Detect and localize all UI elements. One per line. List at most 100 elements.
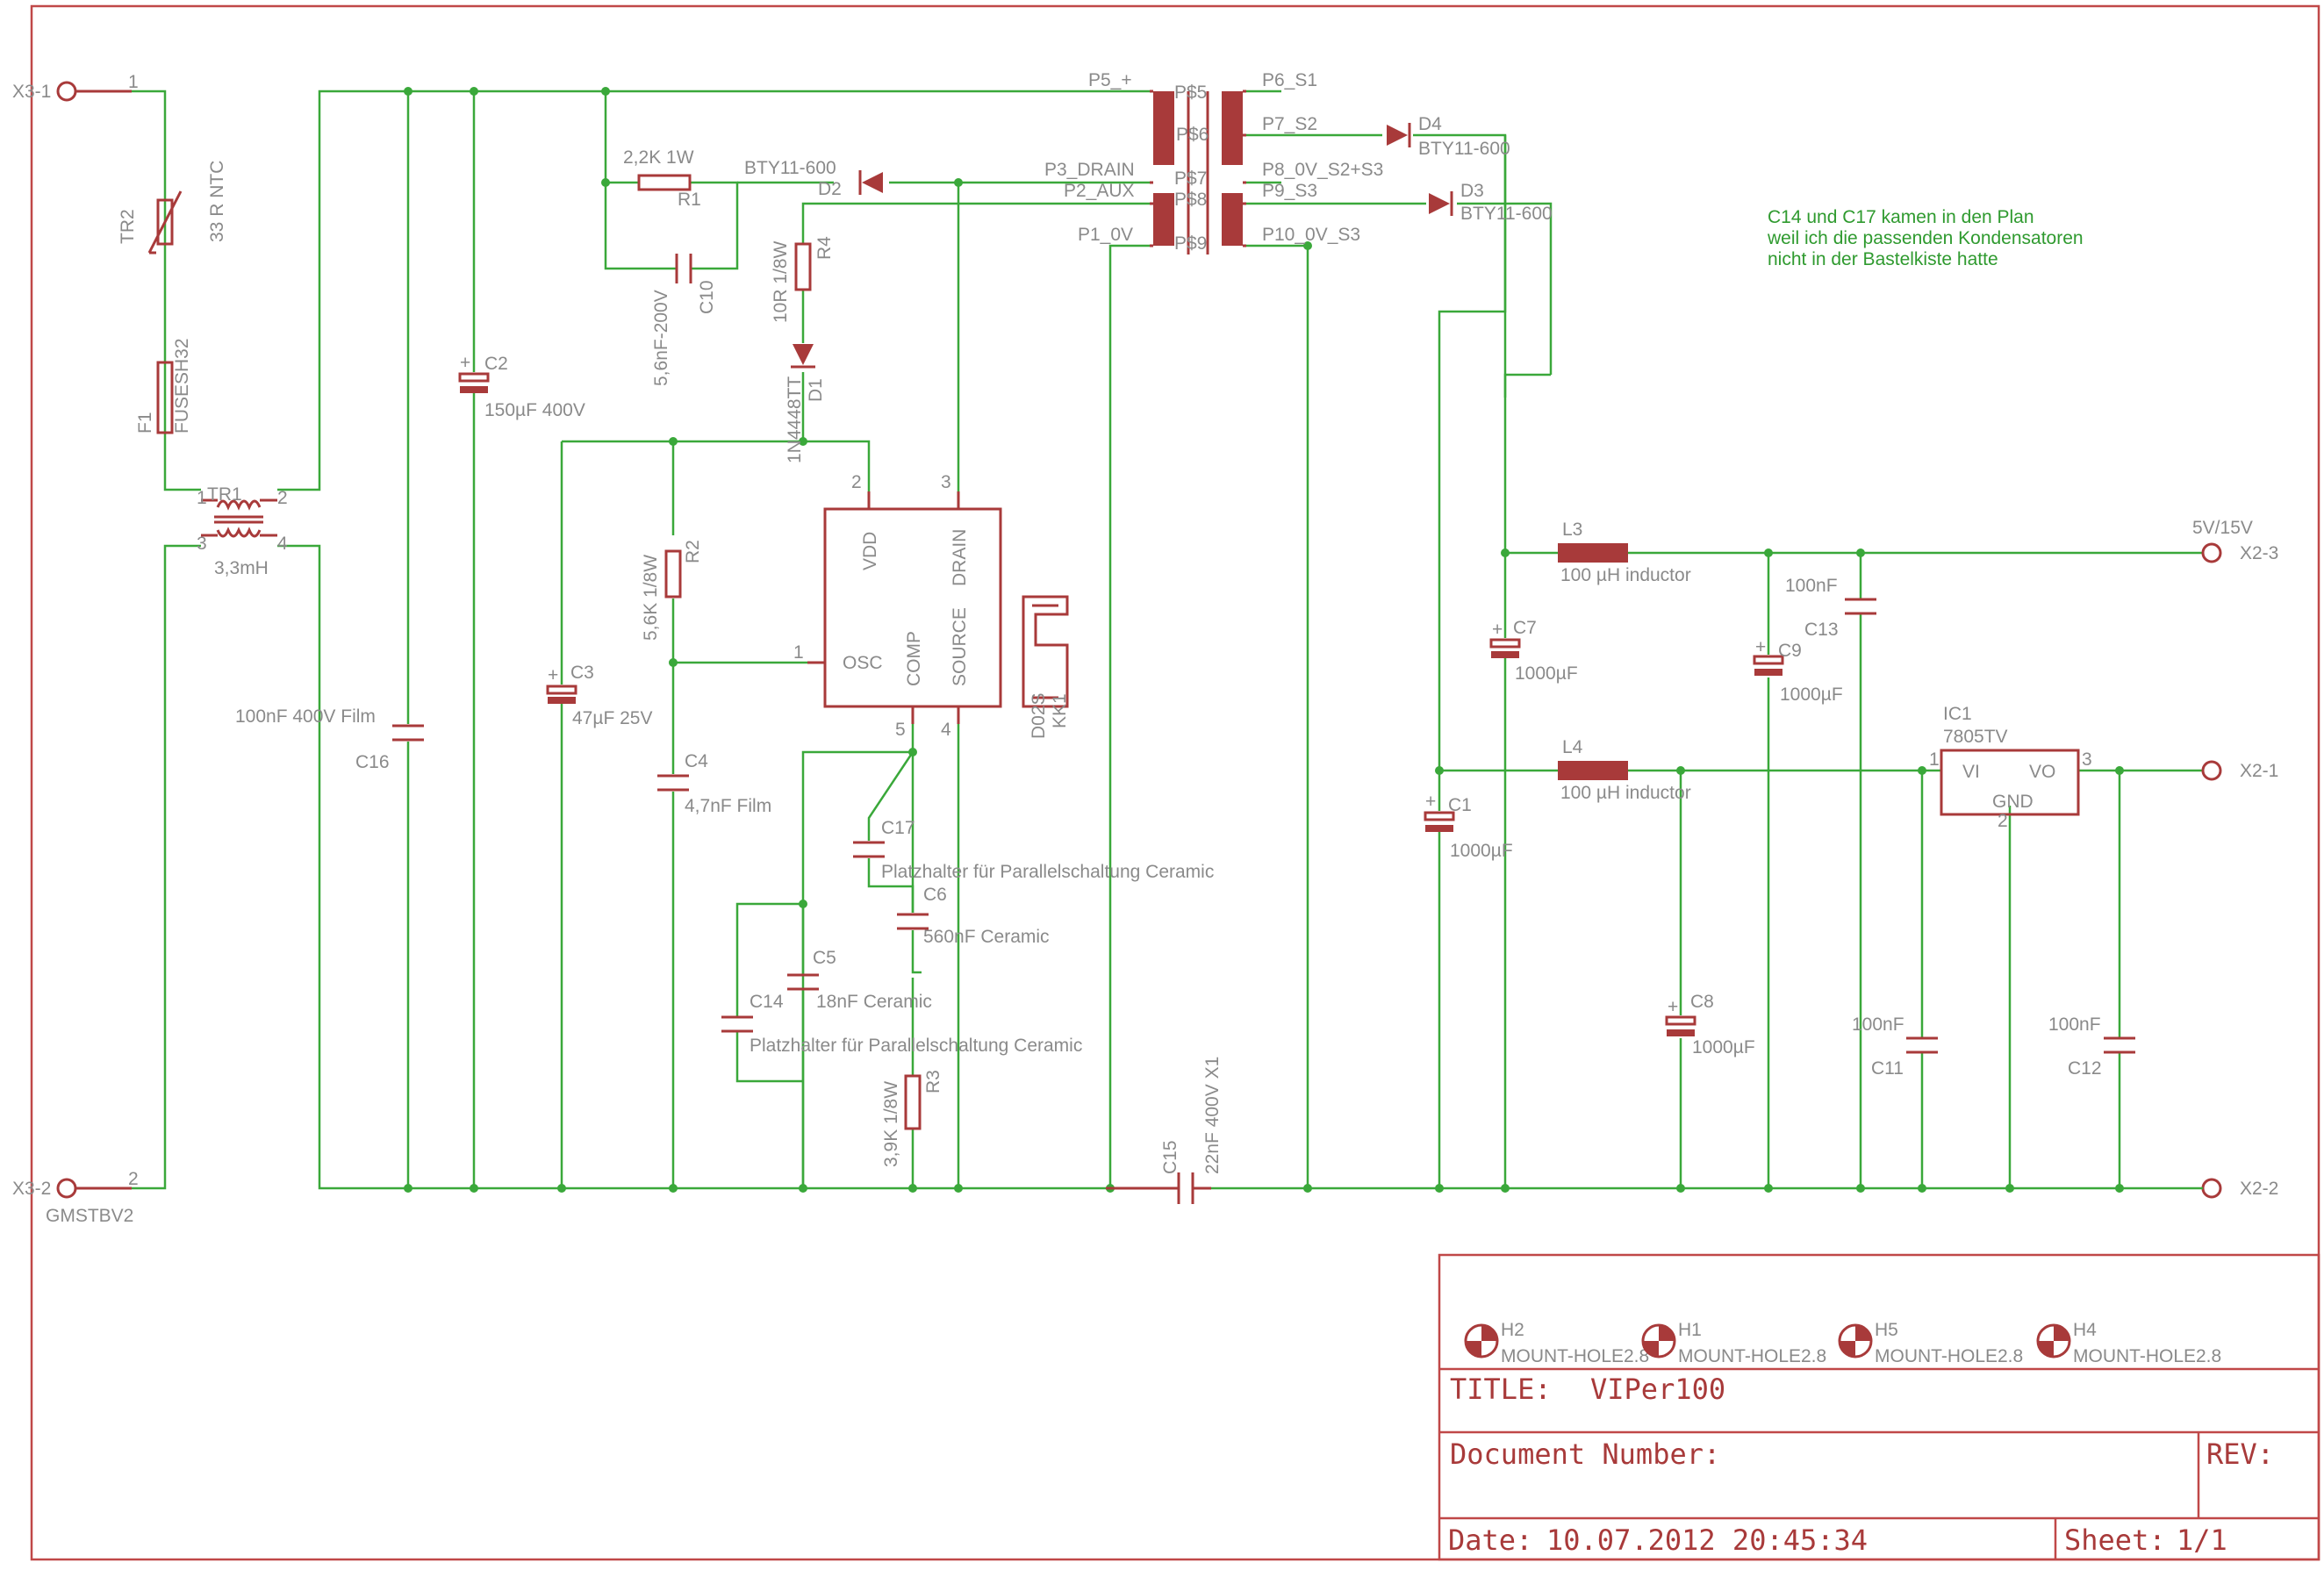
ic1-pin3: 3 (2082, 749, 2092, 770)
ic-vdd: VDD (860, 532, 880, 570)
date-label: Date: (1448, 1523, 1532, 1557)
output-voltage-label: 5V/15V (2192, 518, 2253, 538)
tr2-name: TR2 (118, 209, 138, 244)
d3-value: BTY11-600 (1460, 204, 1553, 224)
mount-hole-h5: H5 MOUNT-HOLE2.8 (1838, 1320, 2023, 1366)
ic-drain: DRAIN (950, 529, 970, 586)
h5-value: MOUNT-HOLE2.8 (1875, 1346, 2023, 1366)
f1-fuse: F1 FUSESH32 (135, 338, 192, 434)
viper-ic: VDD DRAIN OSC COMP SOURCE 2 3 1 5 4 (793, 472, 1002, 740)
ic1-vo: VO (2029, 762, 2055, 782)
h1-name: H1 (1678, 1320, 1702, 1340)
r2-value: 5,6K 1/8W (641, 555, 661, 641)
d1-value: 1N4448TT (785, 376, 805, 463)
document-number-label: Document Number: (1450, 1437, 1720, 1471)
trafo-p7: P7_S2 (1262, 114, 1317, 134)
d2-name: D2 (818, 179, 842, 199)
r2-name: R2 (683, 540, 703, 563)
svg-text:+: + (548, 665, 558, 685)
l4-inductor: L4 100 µH inductor (1558, 737, 1691, 803)
trafo-ps6: P$6 (1176, 125, 1209, 145)
c8-name: C8 (1690, 992, 1714, 1012)
l3-inductor: L3 100 µH inductor (1558, 520, 1691, 585)
r4-value: 10R 1/8W (771, 240, 791, 323)
ic1-regulator: IC1 7805TV VI VO GND 1 3 2 (1929, 704, 2092, 831)
trafo-p10: P10_0V_S3 (1262, 225, 1360, 245)
x3-2-pin: 2 (128, 1169, 139, 1189)
l4-value: 100 µH inductor (1560, 783, 1691, 803)
ic1-pin1: 1 (1929, 749, 1940, 770)
tr1-pin3: 3 (197, 534, 207, 554)
c10-value: 5,6nF-200V (651, 290, 671, 386)
kk1-heatsink: D02S KK1 (1022, 595, 1070, 739)
note-line-2: weil ich die passenden Kondensatoren (1767, 228, 2084, 248)
c12-capacitor: 100nF C12 (2048, 1014, 2135, 1079)
c7-value: 1000µF (1515, 663, 1578, 684)
title-label: TITLE: (1450, 1373, 1552, 1406)
x2-3-label: X2-3 (2240, 543, 2278, 563)
c13-capacitor: 100nF C13 (1785, 576, 1876, 640)
c6-capacitor: C6 560nF Ceramic (897, 885, 1050, 947)
tr1-name: TR1 (207, 484, 242, 505)
x3-1-label: X3-1 (12, 82, 51, 102)
c9-capacitor: + C9 1000µF (1753, 637, 1843, 705)
x3-2-label: X3-2 (12, 1179, 51, 1199)
c14-value: Platzhalter für Parallelschaltung Cerami… (750, 1036, 1082, 1056)
tr2-value: 33 R NTC (207, 161, 227, 242)
sheet-value: 1/1 (2177, 1523, 2227, 1557)
r1-value: 2,2K 1W (623, 147, 694, 168)
x2-1-connector: X2-1 (2201, 760, 2278, 781)
c6-name: C6 (923, 885, 947, 905)
c15-name: C15 (1160, 1140, 1180, 1174)
c3-capacitor: + C3 47µF 25V (546, 663, 653, 728)
c16-value: 100nF 400V Film (235, 706, 376, 727)
svg-text:+: + (460, 353, 470, 373)
trafo-p2: P2_AUX (1064, 181, 1135, 201)
x2-3-connector: X2-3 5V/15V (2192, 518, 2278, 563)
c3-value: 47µF 25V (572, 708, 653, 728)
c1-name: C1 (1448, 795, 1472, 815)
note-line-1: C14 und C17 kamen in den Plan (1768, 207, 2034, 227)
d3-name: D3 (1460, 181, 1484, 201)
ic-comp: COMP (904, 631, 924, 686)
c9-name: C9 (1778, 641, 1802, 661)
c13-value: 100nF (1785, 576, 1838, 596)
c11-capacitor: 100nF C11 (1852, 1014, 1938, 1079)
c4-value: 4,7nF Film (685, 796, 771, 816)
c5-capacitor: C5 18nF Ceramic (787, 948, 932, 1012)
r1-name: R1 (678, 190, 701, 210)
x2-2-label: X2-2 (2240, 1179, 2278, 1199)
ic1-vi: VI (1962, 762, 1980, 782)
drawing-frame (30, 4, 2320, 1561)
c13-name: C13 (1804, 620, 1839, 640)
c1-capacitor: + C1 1000µF (1424, 792, 1513, 861)
c8-value: 1000µF (1692, 1037, 1755, 1057)
x3-model-label: GMSTBV2 (46, 1206, 133, 1226)
tr1-pin1: 1 (197, 488, 207, 508)
x3-1-connector: X3-1 1 (12, 72, 139, 102)
h5-name: H5 (1875, 1320, 1898, 1340)
d4-name: D4 (1418, 114, 1442, 134)
c14-capacitor: C14 Platzhalter für Parallelschaltung Ce… (721, 992, 1082, 1056)
mount-hole-h2: H2 MOUNT-HOLE2.8 (1464, 1320, 1649, 1366)
ic-pin2: 2 (851, 472, 862, 492)
x2-1-label: X2-1 (2240, 761, 2278, 781)
l4-name: L4 (1562, 737, 1583, 757)
c12-value: 100nF (2048, 1014, 2101, 1035)
d4-diode: D4 BTY11-600 (1387, 114, 1510, 159)
h2-name: H2 (1501, 1320, 1524, 1340)
ic-pin1: 1 (793, 642, 804, 663)
svg-text:+: + (1425, 792, 1436, 812)
c16-name: C16 (355, 752, 390, 772)
r4-resistor: R4 10R 1/8W (771, 236, 835, 323)
c11-name: C11 (1871, 1058, 1904, 1079)
tr2-ntc: TR2 33 R NTC (118, 161, 227, 254)
ic-pin4: 4 (941, 720, 951, 740)
ic-source: SOURCE (950, 607, 970, 686)
trafo-p3: P3_DRAIN (1044, 160, 1135, 180)
ic-pin3: 3 (941, 472, 951, 492)
c8-capacitor: + C8 1000µF (1665, 992, 1755, 1057)
trafo-ps5: P$5 (1174, 82, 1207, 103)
ic-pin5: 5 (895, 720, 906, 740)
c7-capacitor: + C7 1000µF (1489, 618, 1578, 684)
